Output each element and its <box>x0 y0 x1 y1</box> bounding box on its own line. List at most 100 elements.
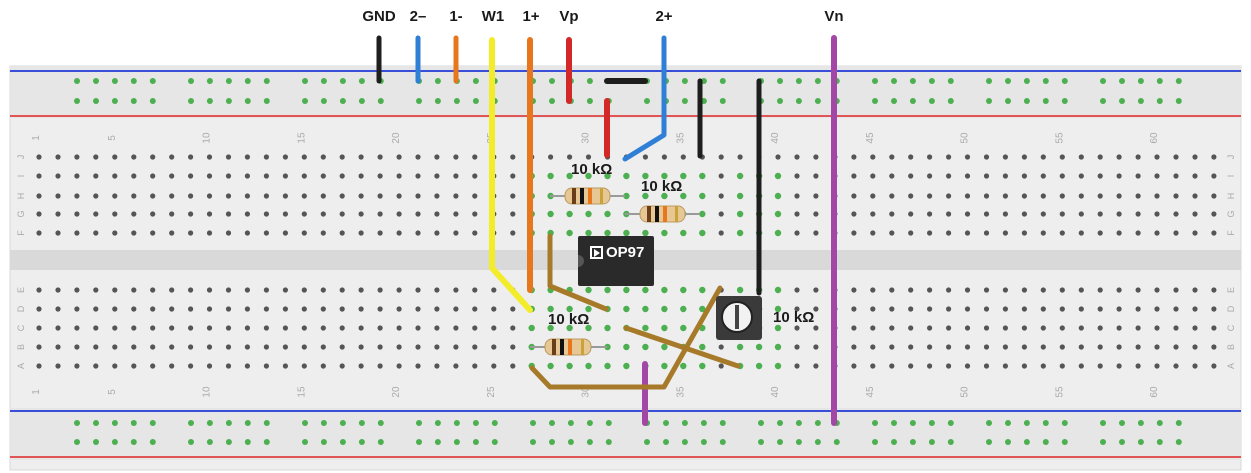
rail-hole <box>777 78 783 84</box>
hole <box>169 154 175 160</box>
hole <box>927 154 933 160</box>
hole <box>604 343 611 351</box>
rail-hole <box>1061 78 1068 84</box>
hole <box>642 229 649 237</box>
rail-hole <box>872 439 878 445</box>
rail-hole <box>472 98 479 104</box>
hole <box>301 193 307 199</box>
hole <box>282 193 288 199</box>
hole <box>415 193 421 199</box>
hole <box>585 324 592 332</box>
hole <box>263 306 269 312</box>
hole <box>36 193 42 199</box>
resistor-top-left <box>550 187 625 205</box>
hole <box>927 363 933 369</box>
rail-hole <box>244 98 251 104</box>
vp-label: Vp <box>559 8 579 25</box>
rail-hole <box>188 78 194 84</box>
hole <box>434 230 440 236</box>
hole <box>453 344 459 350</box>
hole <box>1040 344 1046 350</box>
column-numbers: 1155101015152020252530303535404045455050… <box>31 132 1160 398</box>
hole <box>1078 193 1084 199</box>
rail-hole <box>891 439 897 445</box>
hole <box>282 363 288 369</box>
hole <box>1021 154 1027 160</box>
hole <box>1059 363 1065 369</box>
hole <box>131 344 137 350</box>
hole <box>1078 173 1084 179</box>
hole <box>206 306 213 312</box>
hole <box>1192 230 1198 236</box>
hole <box>870 363 876 369</box>
rail-hole <box>586 98 593 104</box>
rail-hole <box>586 439 593 445</box>
rail-hole <box>302 439 308 445</box>
hole <box>1173 306 1179 312</box>
hole <box>434 193 440 199</box>
hole <box>36 344 42 350</box>
rail-hole <box>549 439 555 445</box>
row-letter: B <box>16 344 26 350</box>
hole <box>510 306 516 312</box>
hole <box>1211 154 1217 160</box>
hole <box>1059 325 1065 331</box>
rail-hole <box>549 420 555 426</box>
rail-hole <box>1100 439 1106 445</box>
hole <box>1135 230 1141 236</box>
rail-hole <box>700 420 707 426</box>
rail-hole <box>947 439 954 445</box>
column-number: 30 <box>581 386 592 398</box>
w1-label: W1 <box>481 8 505 25</box>
hole <box>377 344 383 350</box>
hole <box>774 305 782 313</box>
hole <box>1021 306 1027 312</box>
hole <box>813 287 819 293</box>
hole <box>1116 363 1122 369</box>
hole <box>169 344 175 350</box>
rail-hole <box>263 78 270 84</box>
hole <box>377 306 383 312</box>
hole <box>188 193 194 199</box>
wires <box>376 35 837 426</box>
row-letter: B <box>1226 344 1236 350</box>
hole <box>585 154 592 160</box>
hole <box>320 173 326 179</box>
hole <box>377 287 383 293</box>
hole <box>736 343 744 351</box>
rail-hole <box>74 78 80 84</box>
hole <box>585 305 592 313</box>
potentiometer <box>716 296 762 340</box>
rail-hole <box>872 98 878 104</box>
hole <box>927 193 933 199</box>
hole <box>1116 211 1122 217</box>
hole <box>112 193 118 199</box>
hole <box>244 344 250 350</box>
rail-hole <box>586 420 593 426</box>
hole <box>604 286 611 294</box>
rail-hole <box>1023 98 1030 104</box>
hole <box>55 363 61 369</box>
rail-hole <box>795 420 802 426</box>
column-number: 10 <box>202 386 213 398</box>
hole <box>983 154 990 160</box>
hole <box>36 154 42 160</box>
hole <box>908 344 914 350</box>
rail-hole <box>928 78 935 84</box>
rail-hole <box>358 78 365 84</box>
hole <box>755 362 763 370</box>
potentiometer-label: 10 kΩ <box>773 309 815 326</box>
hole <box>358 173 364 179</box>
rail-hole <box>777 420 783 426</box>
hole <box>301 211 307 217</box>
hole <box>282 211 288 217</box>
rail-hole <box>872 420 878 426</box>
hole <box>946 154 952 160</box>
column-number: 20 <box>391 386 402 398</box>
hole <box>510 344 516 350</box>
hole <box>415 325 421 331</box>
column-number: 1 <box>31 389 42 395</box>
hole <box>794 193 800 199</box>
hole <box>870 173 876 179</box>
two-plus-label: 2+ <box>655 8 673 25</box>
